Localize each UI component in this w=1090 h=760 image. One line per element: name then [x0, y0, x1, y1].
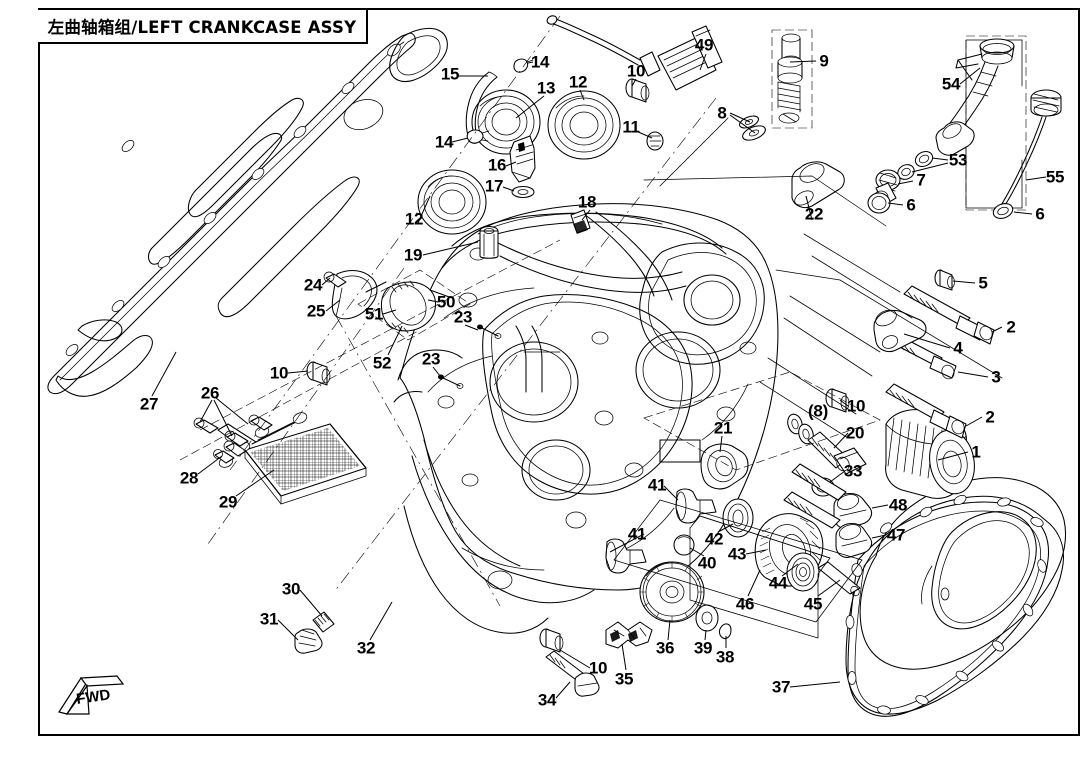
callout-41: 41 [647, 475, 667, 495]
callout-55: 55 [1045, 167, 1065, 187]
callout-31: 31 [259, 609, 279, 629]
callout-22: 22 [804, 204, 824, 224]
callout-20: 20 [845, 423, 865, 443]
callout-45: 45 [803, 594, 823, 614]
callout-47: 47 [886, 525, 906, 545]
callout-11: 11 [622, 117, 640, 137]
fwd-arrow: FWD [55, 672, 135, 718]
callout-43: 43 [727, 544, 747, 564]
callout-7: 7 [916, 170, 926, 190]
callout-44: 44 [768, 573, 788, 593]
callout-28: 28 [179, 468, 199, 488]
callout-23: 23 [421, 349, 441, 369]
callout-33: 33 [843, 461, 863, 481]
callout-14: 14 [530, 52, 550, 72]
callout-41: 41 [627, 524, 647, 544]
callout-50: 50 [436, 292, 456, 312]
callout-10: 10 [626, 61, 646, 81]
callout-32: 32 [356, 638, 376, 658]
callout-30: 30 [281, 579, 301, 599]
callout-42: 42 [704, 529, 724, 549]
callout-23: 23 [453, 307, 473, 327]
callout-2: 2 [1006, 317, 1016, 337]
callout-1: 1 [971, 442, 981, 462]
callout-3: 3 [991, 367, 1001, 387]
callout-49: 49 [694, 35, 714, 55]
callout-25: 25 [306, 301, 326, 321]
callout-53: 53 [948, 150, 968, 170]
callout-21: 21 [713, 418, 733, 438]
callout-38: 38 [715, 647, 735, 667]
callout-16: 16 [487, 155, 507, 175]
callout-17: 17 [484, 176, 504, 196]
callout-6: 6 [906, 195, 916, 215]
callout-34: 34 [537, 690, 557, 710]
page-title: 左曲轴箱组/LEFT CRANKCASE ASSY [47, 18, 357, 37]
callout-37: 37 [771, 677, 791, 697]
callout-6: 6 [1035, 204, 1045, 224]
callout-18: 18 [577, 192, 597, 212]
title-box: 左曲轴箱组/LEFT CRANKCASE ASSY [38, 8, 368, 44]
callout-36: 36 [655, 638, 675, 658]
callout-9: 9 [819, 51, 829, 71]
callout-29: 29 [218, 492, 238, 512]
callout-2: 2 [985, 407, 995, 427]
callout-4: 4 [953, 338, 963, 358]
callout-40: 40 [697, 553, 717, 573]
callout-8: (8) [808, 401, 828, 421]
callout-54: 54 [941, 74, 961, 94]
callout-12: 12 [404, 209, 424, 229]
callout-46: 46 [735, 594, 755, 614]
callout-10: 10 [269, 363, 289, 383]
callout-52: 52 [372, 353, 392, 373]
callout-39: 39 [693, 638, 713, 658]
callout-26: 26 [200, 383, 220, 403]
callout-19: 19 [403, 245, 423, 265]
callout-48: 48 [888, 495, 908, 515]
callout-15: 15 [440, 64, 460, 84]
svg-text:FWD: FWD [75, 686, 111, 708]
callout-35: 35 [614, 669, 634, 689]
callout-10: 10 [588, 658, 608, 678]
callout-12: 12 [568, 72, 588, 92]
callout-27: 27 [139, 394, 159, 414]
callout-13: 13 [536, 78, 556, 98]
callout-8: 8 [717, 103, 727, 123]
callout-24: 24 [303, 275, 323, 295]
callout-5: 5 [978, 273, 988, 293]
drawing-frame [38, 8, 1080, 736]
callout-14: 14 [434, 132, 454, 152]
callout-10: 10 [846, 396, 866, 416]
callout-51: 51 [364, 304, 384, 324]
